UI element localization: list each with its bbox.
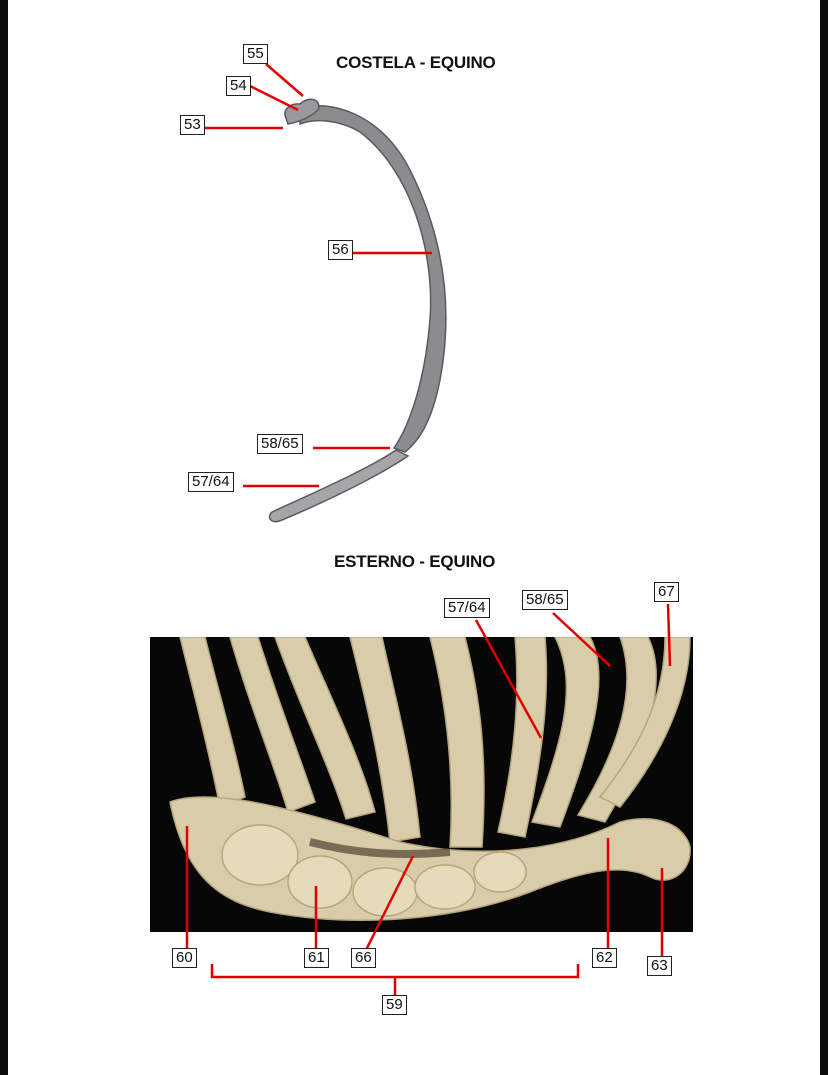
label-63: 63 <box>647 956 672 976</box>
label-61: 61 <box>304 948 329 968</box>
leader-57-64-sternum <box>474 619 543 739</box>
sternum-photo-drawing <box>169 637 691 921</box>
label-56: 56 <box>328 240 353 260</box>
rib-shape <box>598 637 691 808</box>
label-58-65-sternum: 58/65 <box>522 590 568 610</box>
rib-shape <box>497 637 548 838</box>
sternum-photo <box>150 637 693 932</box>
label-62: 62 <box>592 948 617 968</box>
leader-66 <box>364 855 415 951</box>
rib-shape <box>274 637 376 820</box>
rib-bone <box>299 105 447 453</box>
sternum-title: ESTERNO - EQUINO <box>334 552 496 571</box>
label-57-64: 57/64 <box>188 472 234 492</box>
label-67: 67 <box>654 582 679 602</box>
costal-cartilage <box>268 449 410 523</box>
label-53: 53 <box>180 115 205 135</box>
rib-shape <box>530 637 600 828</box>
label-66: 66 <box>351 948 376 968</box>
leader-55 <box>265 63 304 97</box>
label-59: 59 <box>382 995 407 1015</box>
leader-58-65-sternum <box>552 612 611 667</box>
rib-shape <box>349 637 421 843</box>
rib-shape <box>576 637 657 823</box>
rib-title: COSTELA - EQUINO <box>336 53 496 72</box>
label-60: 60 <box>172 948 197 968</box>
label-58-65: 58/65 <box>257 434 303 454</box>
label-54: 54 <box>226 76 251 96</box>
leader-67 <box>666 603 672 667</box>
rib-shape <box>229 637 316 813</box>
leader-54 <box>249 84 299 112</box>
bracket-59 <box>210 964 580 979</box>
label-55: 55 <box>243 44 268 64</box>
rib-head <box>284 98 320 125</box>
label-57-64-sternum: 57/64 <box>444 598 490 618</box>
rib-shape <box>429 637 485 848</box>
